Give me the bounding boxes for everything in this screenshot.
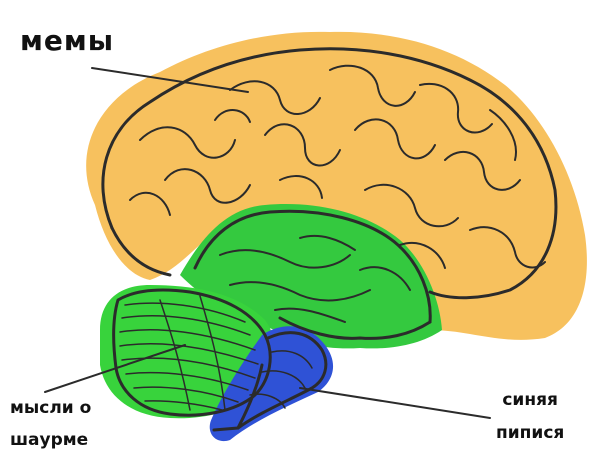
shawarma-label-line-1: мысли о	[10, 398, 92, 418]
memes-label-text: мемы	[20, 24, 115, 57]
brainstem-region	[209, 326, 334, 442]
memes-leader-line	[91, 67, 249, 93]
cortex-folds	[129, 64, 546, 269]
label-leader-lines	[44, 67, 491, 419]
temporal-folds	[219, 234, 411, 323]
blue-part-label: синяя пипися	[496, 384, 564, 450]
blue-label-line-2: пипися	[496, 423, 565, 443]
blue-label-line-1: синяя	[502, 390, 558, 410]
cortex-region	[86, 31, 587, 340]
blue-leader-line	[299, 387, 491, 419]
memes-label: мемы	[20, 24, 114, 57]
shawarma-label-line-2: шаурме	[10, 430, 89, 450]
brainstem-detail	[249, 350, 313, 409]
shawarma-thoughts-label: мысли о шаурме	[10, 392, 91, 456]
shawarma-leader-line	[44, 344, 186, 393]
